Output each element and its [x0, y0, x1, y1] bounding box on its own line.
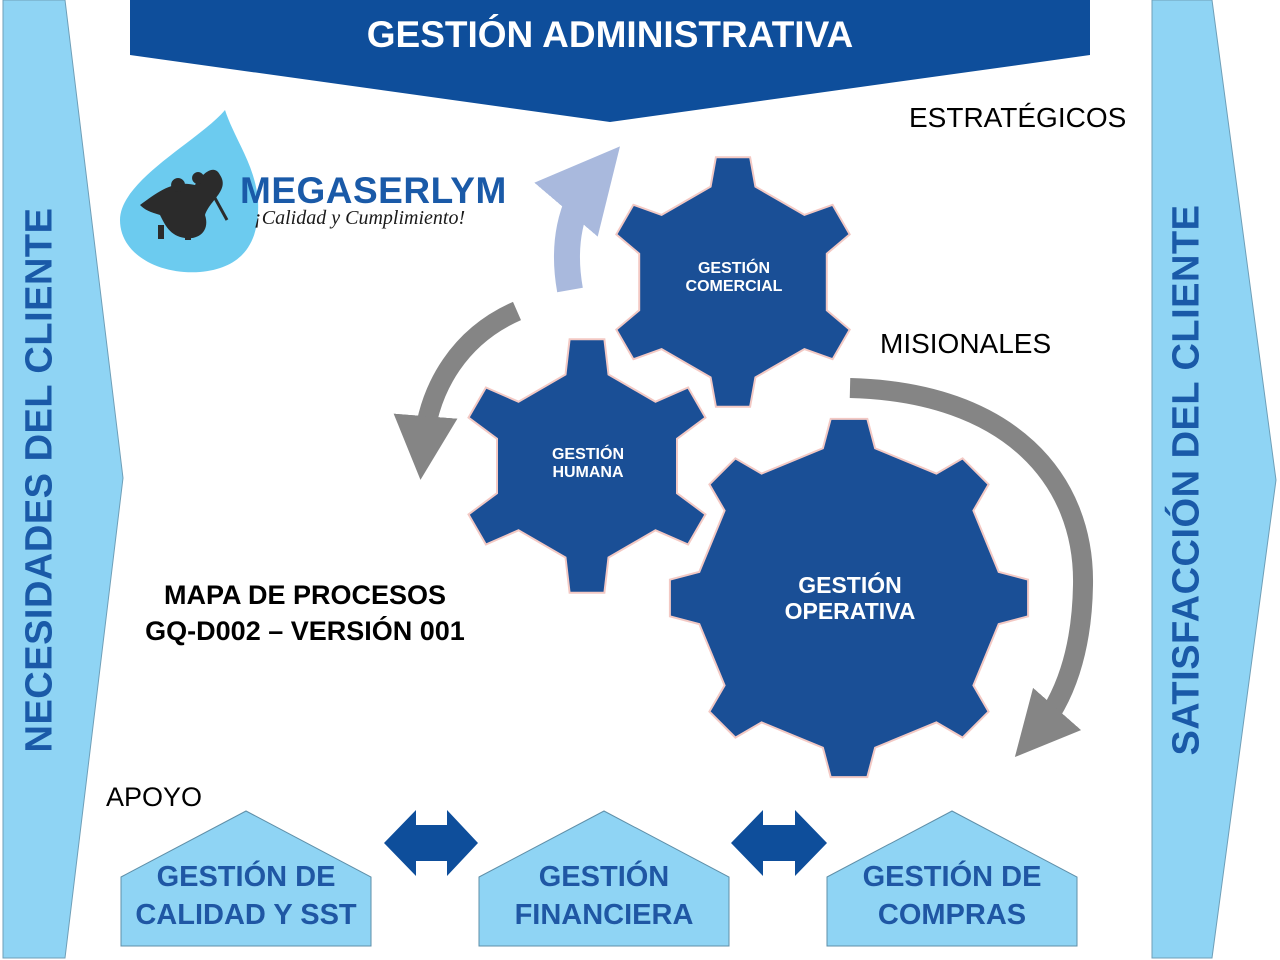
support-calidad-line2: CALIDAD Y SST: [135, 899, 357, 932]
logo-brand-name: MEGASERLYM: [240, 170, 507, 211]
right-arrow-label: SATISFACCIÓN DEL CLIENTE: [1165, 204, 1208, 756]
gear-operativa-line1: GESTIÓN: [798, 572, 902, 598]
label-estrategicos: ESTRATÉGICOS: [909, 102, 1127, 133]
support-compras-line2: COMPRAS: [877, 899, 1027, 932]
logo-slogan: ¡Calidad y Cumplimiento!: [254, 207, 466, 229]
curved-arrow-right: [849, 378, 1094, 758]
double-arrow-2: [731, 810, 827, 876]
map-title-line1: MAPA DE PROCESOS: [163, 580, 447, 610]
gear-humana-line2: HUMANA: [552, 464, 624, 482]
support-financiera-line1: GESTIÓN: [538, 861, 670, 893]
right-client-satisfaction-arrow: [1151, 0, 1277, 959]
gear-comercial-line1: GESTIÓN: [697, 260, 770, 277]
support-label-financiera: GESTIÓN FINANCIERA: [479, 858, 729, 935]
banner-title: GESTIÓN ADMINISTRATIVA: [366, 14, 854, 55]
label-apoyo: APOYO: [106, 782, 203, 812]
support-box-calidad: [120, 810, 372, 947]
logo-mark: [120, 110, 259, 273]
map-title: MAPA DE PROCESOS GQ-D002 – VERSIÓN 001: [130, 577, 480, 650]
left-arrow-label: NECESIDADES DEL CLIENTE: [18, 207, 61, 753]
gear-operativa-label: GESTIÓN OPERATIVA: [740, 572, 960, 625]
gear-comercial-line2: COMERCIAL: [685, 278, 783, 296]
support-box-financiera: [478, 810, 730, 947]
double-arrow-1: [384, 810, 478, 876]
support-box-compras: [826, 810, 1078, 947]
gear-humana-label: GESTIÓN HUMANA: [508, 446, 668, 483]
gear-humana-line1: GESTIÓN: [551, 446, 624, 463]
left-client-needs-arrow: [2, 0, 124, 959]
map-title-line2: GQ-D002 – VERSIÓN 001: [145, 616, 465, 647]
label-misionales: MISIONALES: [880, 328, 1052, 359]
curved-arrow-left: [393, 301, 522, 480]
support-financiera-line2: FINANCIERA: [514, 899, 694, 932]
gear-operativa-line2: OPERATIVA: [784, 598, 916, 625]
support-label-compras: GESTIÓN DE COMPRAS: [827, 858, 1077, 935]
gear-gestion-comercial: [615, 156, 851, 408]
support-compras-line1: GESTIÓN DE: [862, 861, 1042, 893]
support-label-calidad: GESTIÓN DE CALIDAD Y SST: [121, 858, 371, 935]
gear-comercial-label: GESTIÓN COMERCIAL: [654, 260, 814, 297]
top-banner-shape: [130, 0, 1090, 122]
support-calidad-line1: GESTIÓN DE: [156, 861, 336, 893]
gear-gestion-operativa: [668, 417, 1030, 779]
gear-gestion-humana: [467, 338, 707, 594]
curved-arrow-top: [534, 146, 620, 293]
